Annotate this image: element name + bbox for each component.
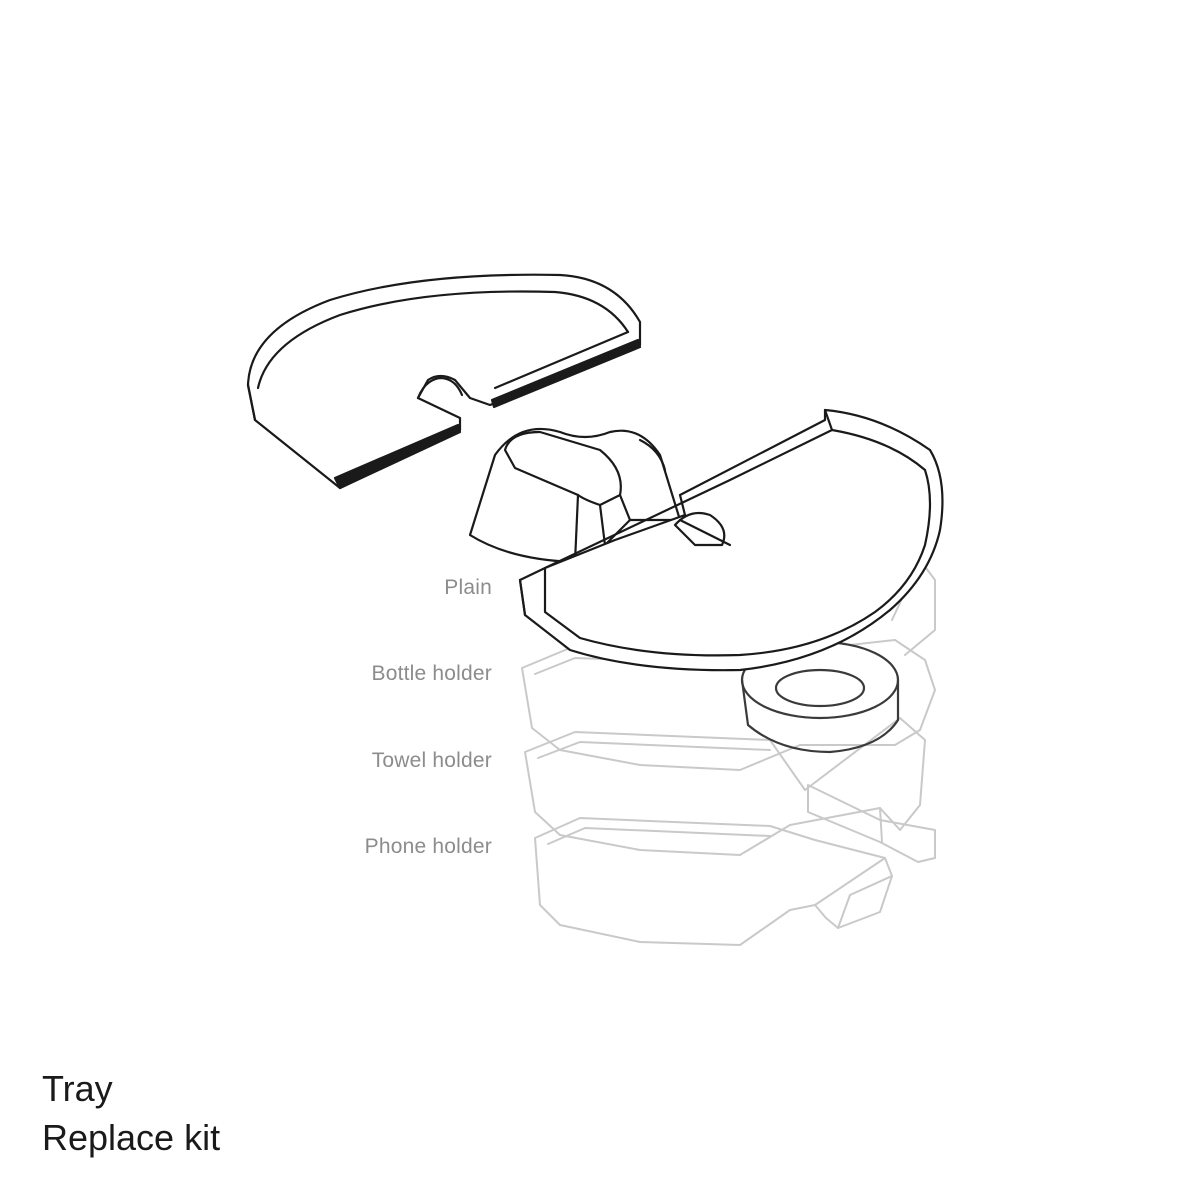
towel-holder-tray <box>524 717 936 863</box>
plain-tray <box>518 408 944 672</box>
variant-label-bottle-holder: Bottle holder <box>371 662 492 685</box>
variant-label-plain: Plain <box>444 576 492 599</box>
caption-title: Tray <box>42 1068 113 1109</box>
left-tray-half <box>246 273 642 490</box>
phone-holder-tray <box>534 817 893 946</box>
variant-label-phone-holder: Phone holder <box>364 835 492 858</box>
caption-subtitle: Replace kit <box>42 1117 221 1158</box>
center-mount <box>468 427 682 564</box>
variant-label-towel-holder: Towel holder <box>371 749 492 772</box>
